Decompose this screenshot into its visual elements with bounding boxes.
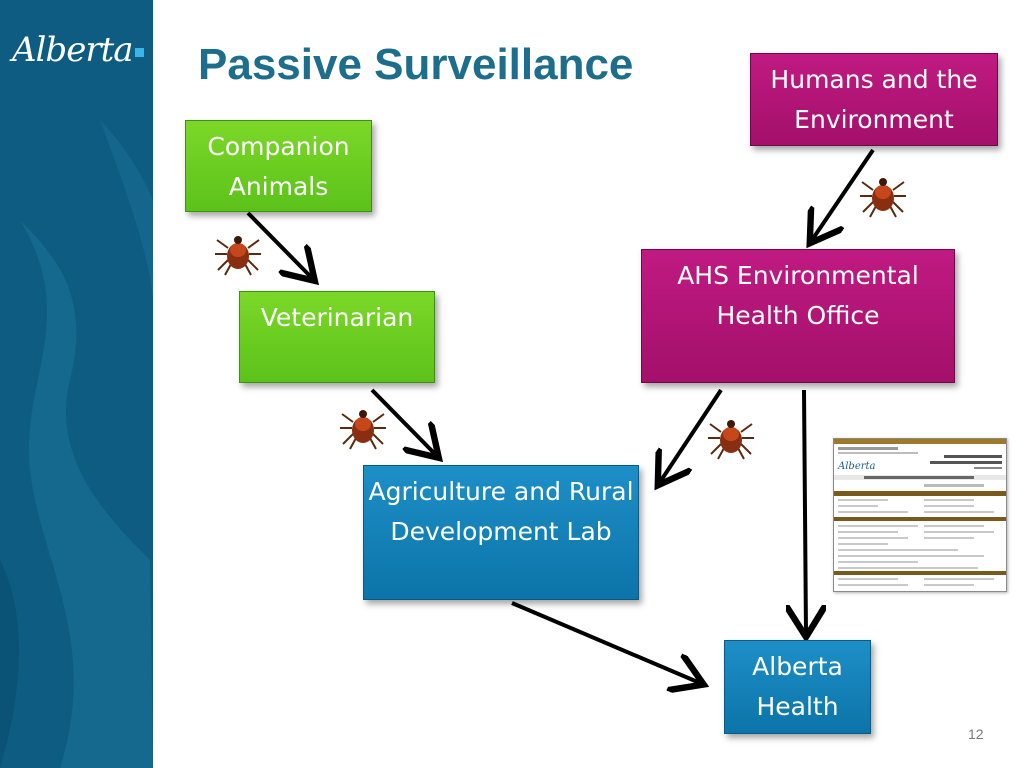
arrow-ahs-to-lab: [660, 388, 723, 482]
slide-title: Passive Surveillance: [198, 40, 634, 89]
form-thumbnail-graphic: Alberta: [834, 439, 1006, 586]
svg-text:Alberta: Alberta: [837, 461, 876, 472]
arrow-lab-to-health: [511, 601, 700, 683]
node-label: Veterinarian: [260, 303, 414, 332]
tick-submission-form-thumbnail: Alberta: [833, 438, 1007, 592]
arrow-companion-to-vet: [246, 211, 312, 278]
arrow-ahs-to-health: [804, 389, 806, 633]
node-companion-animals: Companion Animals: [185, 120, 372, 212]
node-ahs-environmental-health-office: AHS Environmental Health Office: [641, 249, 955, 383]
tick-icon: [708, 420, 754, 460]
tick-icon: [860, 178, 906, 218]
node-label: Companion Animals: [207, 132, 350, 201]
node-veterinarian: Veterinarian: [239, 291, 435, 383]
decorative-swirl: [0, 120, 153, 768]
node-label: AHS Environmental Health Office: [677, 261, 919, 330]
page-number: 12: [968, 726, 984, 742]
node-label: Humans and the Environment: [770, 65, 978, 134]
node-alberta-health: Alberta Health: [724, 640, 871, 734]
node-label: Agriculture and Rural Development Lab: [368, 477, 634, 546]
tick-icon: [215, 236, 261, 276]
alberta-logo-text: Alberta: [12, 30, 133, 70]
arrow-humans-to-ahs: [812, 148, 875, 240]
node-agriculture-rural-development-lab: Agriculture and Rural Development Lab: [363, 465, 639, 600]
sidebar-banner: Alberta: [0, 0, 153, 768]
tick-icon: [340, 410, 386, 450]
arrow-vet-to-lab: [370, 388, 436, 455]
alberta-logo: Alberta: [12, 30, 144, 70]
node-label: Alberta Health: [752, 652, 843, 721]
node-humans-environment: Humans and the Environment: [750, 53, 998, 146]
logo-mark-icon: [134, 47, 144, 57]
